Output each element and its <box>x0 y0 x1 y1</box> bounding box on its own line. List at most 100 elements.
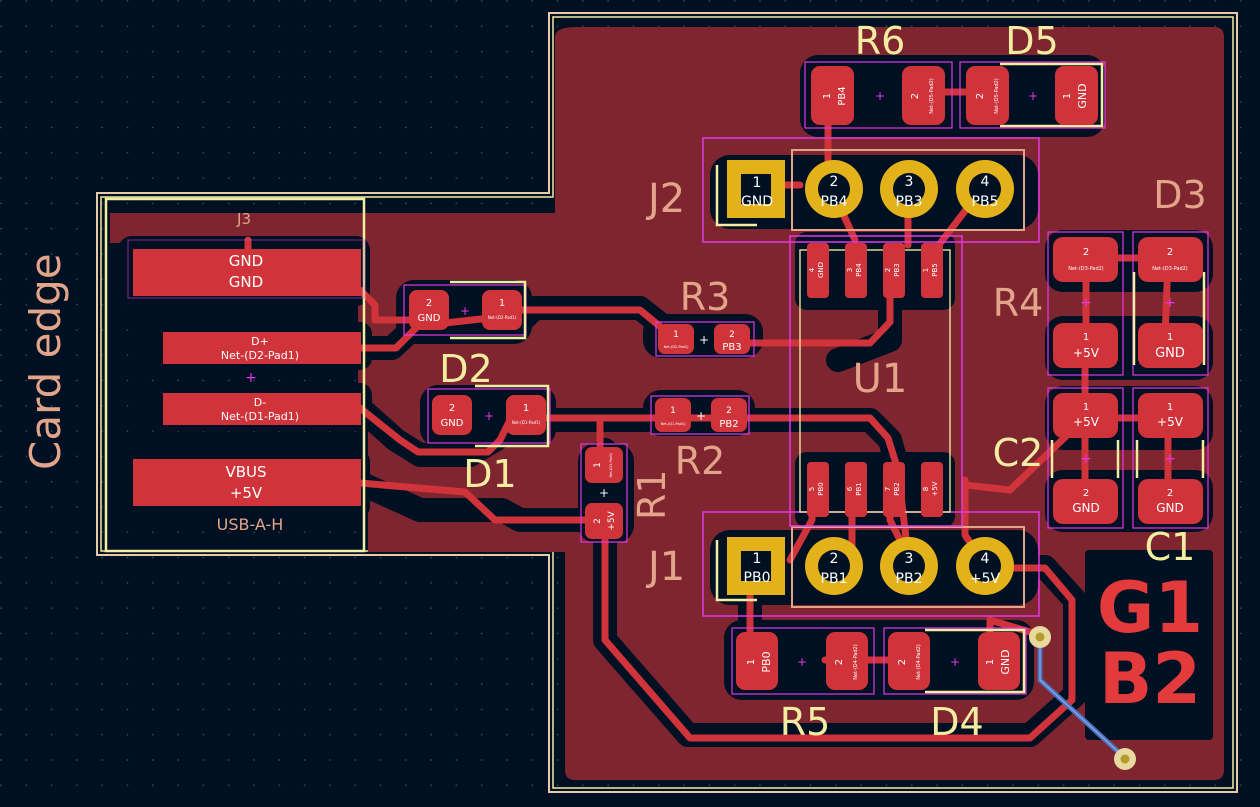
d2-pad2[interactable] <box>409 290 449 330</box>
u1-pin1[interactable] <box>921 243 943 298</box>
d5-pad2[interactable] <box>966 66 1009 125</box>
led-d2[interactable]: 2 GND 1 Net-(D2-Pad1) + D2 <box>403 280 527 391</box>
r6-pad2-num: 2 <box>910 93 921 99</box>
r6-pad1-num: 1 <box>822 93 833 99</box>
d5-silk <box>1000 62 1104 128</box>
d1-silk <box>475 384 550 448</box>
c1-pad1[interactable] <box>1138 393 1203 438</box>
d1-origin: + <box>484 409 494 423</box>
r2-origin: + <box>696 409 706 423</box>
capacitor-c1[interactable]: 1 +5V 2 GND + C1 <box>1132 387 1209 569</box>
header-j1[interactable]: 1 PB0 2 PB1 3 PB2 4 +5V J1 <box>645 511 1040 617</box>
d5-pad2-num: 2 <box>975 93 986 99</box>
r4-origin: + <box>1080 295 1092 311</box>
r1-pad1[interactable] <box>585 447 623 483</box>
r4-pad1[interactable] <box>1053 323 1118 368</box>
d3-pad2[interactable] <box>1138 237 1203 282</box>
r5-pad2[interactable] <box>826 632 868 690</box>
r1-ref: R1 <box>630 469 674 520</box>
c1-silk <box>1135 440 1205 478</box>
usb-pad-gnd[interactable] <box>133 249 361 296</box>
d4-pad1[interactable] <box>978 632 1020 690</box>
r2-pad2[interactable] <box>711 398 747 432</box>
r5-origin: + <box>797 655 807 669</box>
d1-pad1[interactable] <box>506 395 546 435</box>
c2-origin: + <box>1080 451 1092 467</box>
resistor-r4[interactable]: 2 Net-(D3-Pad2) 1 +5V + R4 <box>993 231 1124 376</box>
u1-pin6[interactable] <box>845 462 867 517</box>
resistor-r5[interactable]: 1 PB0 2 Net-(D4-Pad2) + R5 <box>731 627 875 744</box>
d5-courtyard <box>959 61 1106 129</box>
d1-pad2[interactable] <box>432 395 472 435</box>
j1-pin3-net: PB2 <box>896 571 923 587</box>
capacitor-c2[interactable]: 1 +5V 2 GND + C2 <box>993 387 1124 529</box>
r6-pad1[interactable] <box>811 66 854 125</box>
vias <box>1029 626 1136 770</box>
r3-pad2-net: PB3 <box>722 342 741 353</box>
u1-pin3-net: PB4 <box>855 263 863 277</box>
r4-pad2[interactable] <box>1053 237 1118 282</box>
usb-pad-vbus[interactable] <box>133 459 361 506</box>
resistor-r2[interactable]: 1 Net-(D1-Pad1) 2 PB2 + R2 <box>650 395 750 483</box>
u1-pin3[interactable] <box>845 243 867 298</box>
usb-pad-dplus-name: D+ <box>251 335 269 348</box>
usb-pad-dplus[interactable] <box>163 332 361 364</box>
usb-pad-dminus[interactable] <box>163 393 361 425</box>
j3-ref: J3 <box>236 210 251 228</box>
led-d4[interactable]: 2 Net-(D4-Pad2) 1 GND + D4 <box>883 627 1027 744</box>
u1-pin4-num: 4 <box>808 267 816 272</box>
u1-pin6-net: PB1 <box>855 482 863 495</box>
d4-pad2-net: Net-(D4-Pad2) <box>916 644 922 680</box>
led-d3[interactable]: 2 Net-(D3-Pad2) 1 GND + D3 <box>1132 173 1209 376</box>
j2-pin1-hole <box>741 174 771 204</box>
j2-pin3-num: 3 <box>905 174 914 190</box>
usb-connector-j3[interactable]: GND GND D+ Net-(D2-Pad1) D- Net-(D1-Pad1… <box>104 197 366 553</box>
d1-pad2-net: GND <box>441 418 464 429</box>
r2-pad1[interactable] <box>655 398 691 432</box>
c2-pad1[interactable] <box>1053 393 1118 438</box>
u1-pin5[interactable] <box>807 462 829 517</box>
resistor-r6[interactable]: 1 PB4 2 Net-(D5-Pad2) + R6 <box>804 19 953 129</box>
r1-pad2[interactable] <box>585 503 623 539</box>
d3-pad1-net: GND <box>1155 346 1185 361</box>
r3-ref: R3 <box>680 275 731 319</box>
r3-pad1[interactable] <box>658 324 694 354</box>
r6-pad2[interactable] <box>902 66 945 125</box>
led-d1[interactable]: 2 GND 1 Net-(D1-Pad1) + D1 <box>427 384 551 496</box>
r3-pad2[interactable] <box>714 324 750 354</box>
r1-origin: + <box>599 486 609 500</box>
u1-bottom-pins: 5 PB0 6 PB1 7 PB2 8 +5V <box>807 462 943 517</box>
j2-pin4-num: 4 <box>981 174 990 190</box>
usb-pad-gnd-name: GND <box>229 252 263 270</box>
c2-pad2[interactable] <box>1053 479 1118 524</box>
board-text-g1: G1 <box>1097 567 1203 649</box>
c1-pad2[interactable] <box>1138 479 1203 524</box>
u1-pin4[interactable] <box>807 243 829 298</box>
resistor-r3[interactable]: 1 Net-(D2-Pad1) 2 PB3 + R3 <box>655 275 755 357</box>
u1-pin7[interactable] <box>883 462 905 517</box>
d4-pad1-num: 1 <box>985 659 996 665</box>
j2-silk <box>715 165 757 227</box>
u1-pin8[interactable] <box>921 462 943 517</box>
u1-top-pins: 4 GND 3 PB4 2 PB3 1 PB5 <box>807 243 943 298</box>
u1-ref: U1 <box>853 356 908 402</box>
r5-pad1[interactable] <box>736 632 778 690</box>
d3-pad1[interactable] <box>1138 323 1203 368</box>
usb-pad-dplus-net: Net-(D2-Pad1) <box>221 349 299 362</box>
d5-pad1[interactable] <box>1055 66 1098 125</box>
usb-pad-dminus-name: D- <box>254 396 266 409</box>
u1-pin1-net: PB5 <box>931 263 939 276</box>
resistor-r1[interactable]: 1 Net-(D1-Pad1) 2 +5V + R1 <box>580 443 674 543</box>
u1-pin2[interactable] <box>883 243 905 298</box>
led-d5[interactable]: 2 Net-(D5-Pad2) 1 GND + D5 <box>959 19 1106 129</box>
header-j2[interactable]: 1 GND 2 PB4 3 PB3 4 PB5 J2 <box>645 137 1040 243</box>
ic-u1[interactable]: 4 GND 3 PB4 2 PB3 1 PB5 5 PB0 6 PB1 7 PB… <box>789 235 963 527</box>
r6-pad2-net: Net-(D5-Pad2) <box>929 78 935 114</box>
d5-pad2-net: Net-(D5-Pad2) <box>994 78 1000 114</box>
d4-pad2[interactable] <box>888 632 930 690</box>
d2-pad1-net: Net-(D2-Pad1) <box>488 315 517 320</box>
j2-pin2-net: PB4 <box>821 194 848 210</box>
d2-pad1[interactable] <box>482 290 522 330</box>
u1-courtyard <box>789 235 963 527</box>
